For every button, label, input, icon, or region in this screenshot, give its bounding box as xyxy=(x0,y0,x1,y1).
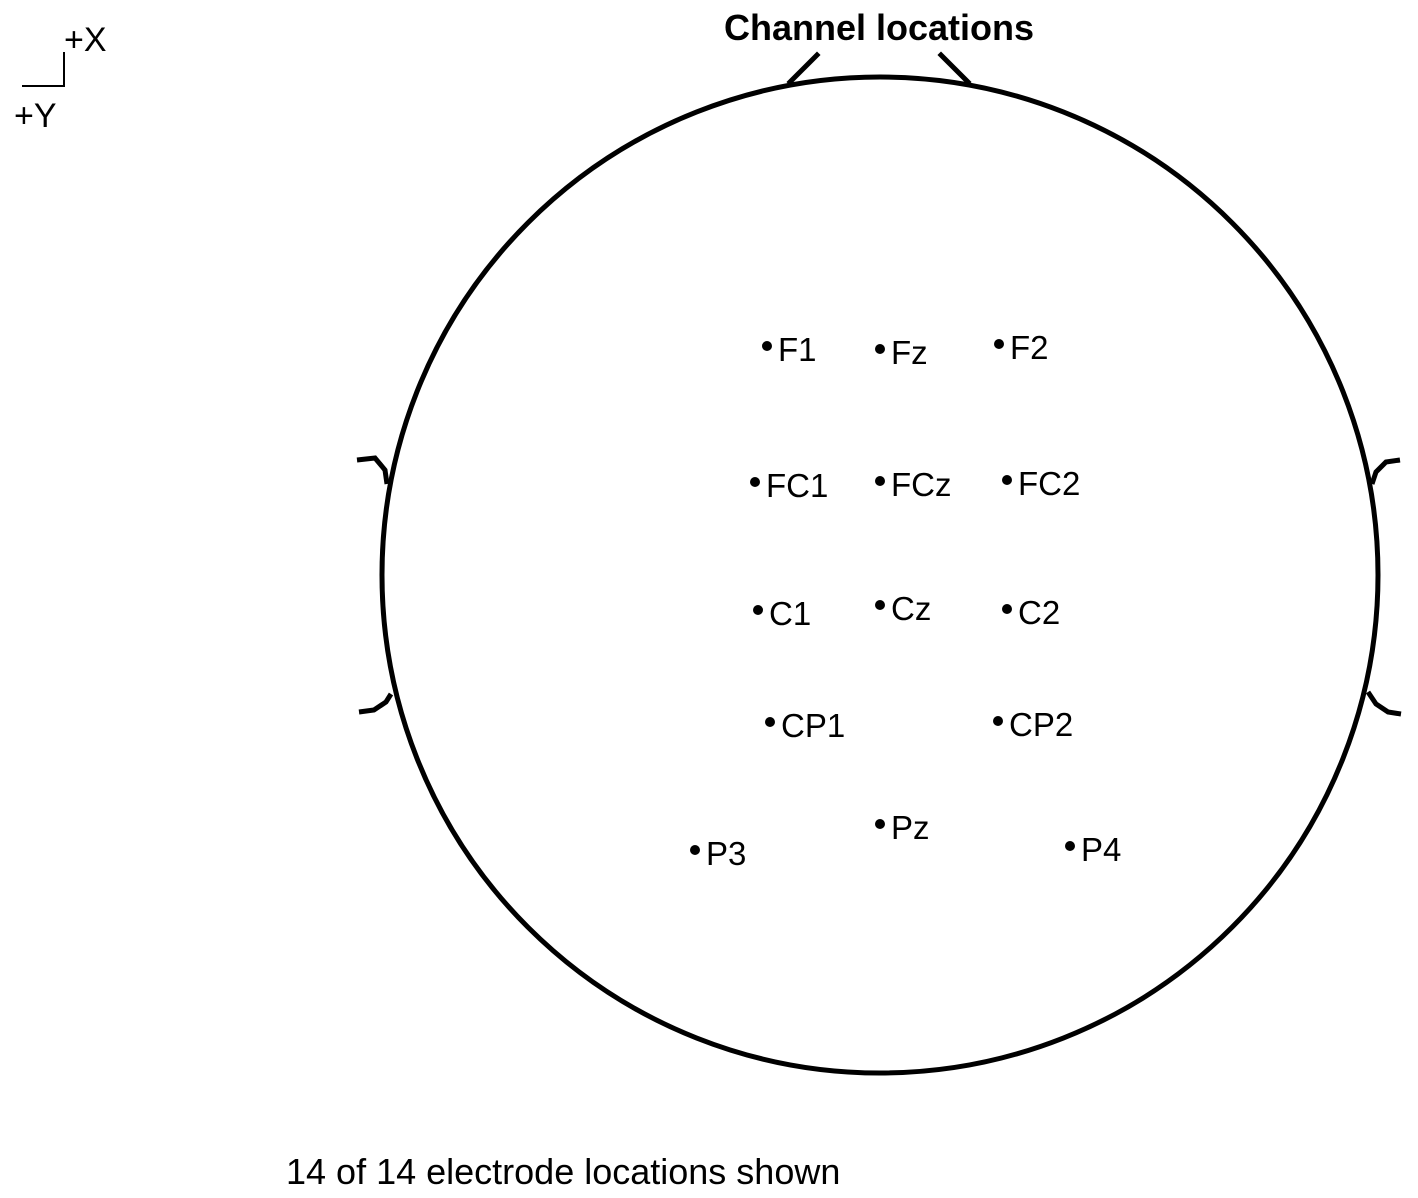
electrode-label: FC2 xyxy=(1018,465,1080,502)
electrode: Fz xyxy=(875,334,928,371)
electrode: C2 xyxy=(1002,594,1060,631)
electrode: FC2 xyxy=(1002,465,1080,502)
electrode-label: P4 xyxy=(1081,831,1121,868)
left-ear-marker xyxy=(356,455,394,715)
page-title: Channel locations xyxy=(723,7,1035,48)
electrode-label: CP2 xyxy=(1009,706,1073,743)
axis-x-label: +X xyxy=(64,21,107,59)
axis-y-label: +Y xyxy=(14,97,57,135)
footer-caption: 14 of 14 electrode locations shown xyxy=(286,1151,841,1192)
electrode-label: Fz xyxy=(891,334,928,371)
electrode: F2 xyxy=(994,329,1049,366)
electrode: Cz xyxy=(875,590,931,627)
head-outline xyxy=(379,74,1381,1076)
electrode: FCz xyxy=(875,466,952,503)
electrode-label: F2 xyxy=(1010,329,1049,366)
electrode-label: Cz xyxy=(891,590,931,627)
electrode: C1 xyxy=(753,595,811,632)
electrode: P4 xyxy=(1065,831,1121,868)
axis-orientation-marker xyxy=(22,52,65,87)
electrode-label: P3 xyxy=(706,835,746,872)
right-ear-marker xyxy=(1365,457,1402,717)
electrode-label: F1 xyxy=(778,331,817,368)
nose-marker xyxy=(786,51,972,86)
electrode-label: C1 xyxy=(769,595,811,632)
electrode-label: CP1 xyxy=(781,707,845,744)
electrode-label: Pz xyxy=(891,809,930,846)
electrode: CP2 xyxy=(993,706,1073,743)
electrode-label: C2 xyxy=(1018,594,1060,631)
electrode: P3 xyxy=(690,835,746,872)
electrode-label: FC1 xyxy=(766,467,828,504)
electrode: F1 xyxy=(762,331,817,368)
electrode-label: FCz xyxy=(891,466,952,503)
electrode: FC1 xyxy=(750,467,828,504)
electrode: CP1 xyxy=(765,707,845,744)
electrode: Pz xyxy=(875,809,930,846)
